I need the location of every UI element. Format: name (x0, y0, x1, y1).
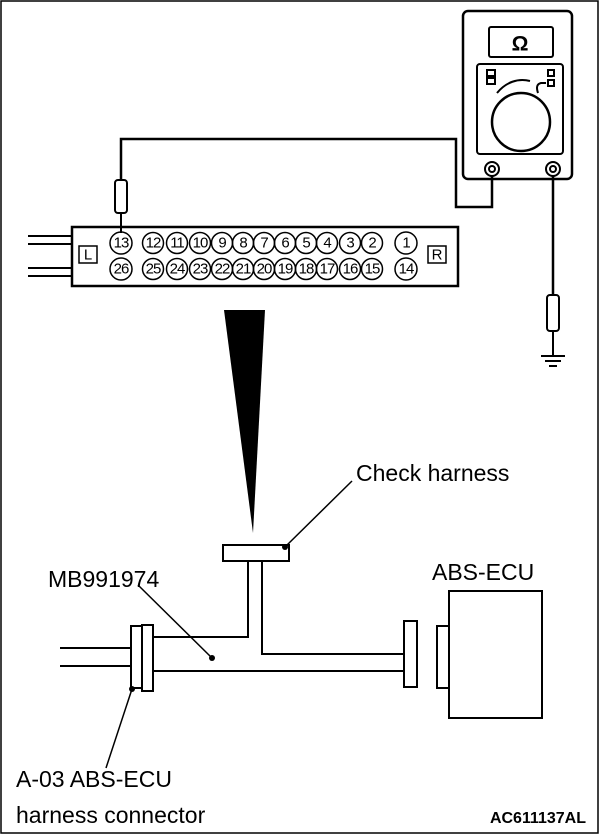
pin-22-label: 22 (215, 261, 230, 278)
ground-symbol (541, 355, 565, 367)
pin-17-label: 17 (320, 261, 335, 278)
test-lead-to-pin-13 (119, 137, 494, 209)
pin-23-circle (188, 257, 212, 281)
pin-24-circle (165, 257, 189, 281)
leader-mb991974 (137, 584, 213, 659)
pin-3-label: 3 (346, 235, 354, 252)
pin-12-label: 12 (146, 235, 161, 252)
pin-2-label: 2 (368, 235, 376, 252)
label-harness-connector-line1: A-03 ABS-ECU (16, 766, 172, 792)
pin-24-label: 24 (170, 261, 185, 278)
connector-bottom-row (109, 257, 418, 281)
pin-1-circle (394, 231, 418, 255)
pin-4-circle (315, 231, 339, 255)
pin-25-circle (141, 257, 165, 281)
pin-15-label: 15 (365, 261, 380, 278)
selector-dial (490, 91, 552, 153)
pin-11-label: 11 (170, 235, 184, 252)
connector-right-mark: R (432, 247, 443, 264)
pin-6-label: 6 (281, 235, 289, 252)
pin-12-circle (141, 231, 165, 255)
pin-4-label: 4 (323, 235, 331, 252)
pin-8-label: 8 (239, 235, 247, 252)
pin-16-circle (338, 257, 362, 281)
pin-26-label: 26 (114, 261, 129, 278)
pin-5-label: 5 (302, 235, 310, 252)
view-direction-wedge (224, 310, 265, 533)
leader-check-harness (284, 480, 353, 548)
pin-26-circle (109, 257, 133, 281)
pin-23-label: 23 (193, 261, 208, 278)
pin-11-circle (165, 231, 189, 255)
pin-15-circle (360, 257, 384, 281)
pin-2-circle (360, 231, 384, 255)
pin-1-label: 1 (402, 235, 410, 252)
pin-7-label: 7 (260, 235, 268, 252)
pin-14-label: 14 (399, 261, 414, 278)
label-harness-connector-line2: harness connector (16, 802, 206, 828)
label-mb991974: MB991974 (48, 566, 159, 592)
pin-labels-bottom: 26 25 24 23 22 21 20 19 18 17 16 15 14 (114, 261, 415, 278)
pin-10-circle (188, 231, 212, 255)
connector-face (28, 225, 460, 288)
pin-3-circle (338, 231, 362, 255)
pin-10-label: 10 (193, 235, 208, 252)
pin-13-circle (109, 231, 133, 255)
pin-16-label: 16 (343, 261, 358, 278)
meter-ohm-symbol: Ω (512, 33, 529, 56)
pin-14-circle (394, 257, 418, 281)
pin-21-label: 21 (236, 261, 251, 278)
pin-13-label: 13 (114, 235, 129, 252)
probe-ground (546, 294, 560, 332)
leader-harness-connector (105, 688, 133, 769)
connector-top-row (109, 231, 418, 255)
label-abs-ecu: ABS-ECU (432, 559, 534, 585)
pin-9-label: 9 (218, 235, 226, 252)
pin-20-label: 20 (257, 261, 272, 278)
probe-pin-13 (114, 179, 128, 214)
label-check-harness: Check harness (356, 460, 509, 486)
pin-17-circle (315, 257, 339, 281)
pin-25-label: 25 (146, 261, 161, 278)
pin-19-label: 19 (278, 261, 293, 278)
figure-code: AC611137AL (490, 810, 586, 827)
check-harness-assembly (60, 544, 543, 719)
pin-18-label: 18 (299, 261, 314, 278)
connector-left-mark: L (84, 247, 92, 264)
